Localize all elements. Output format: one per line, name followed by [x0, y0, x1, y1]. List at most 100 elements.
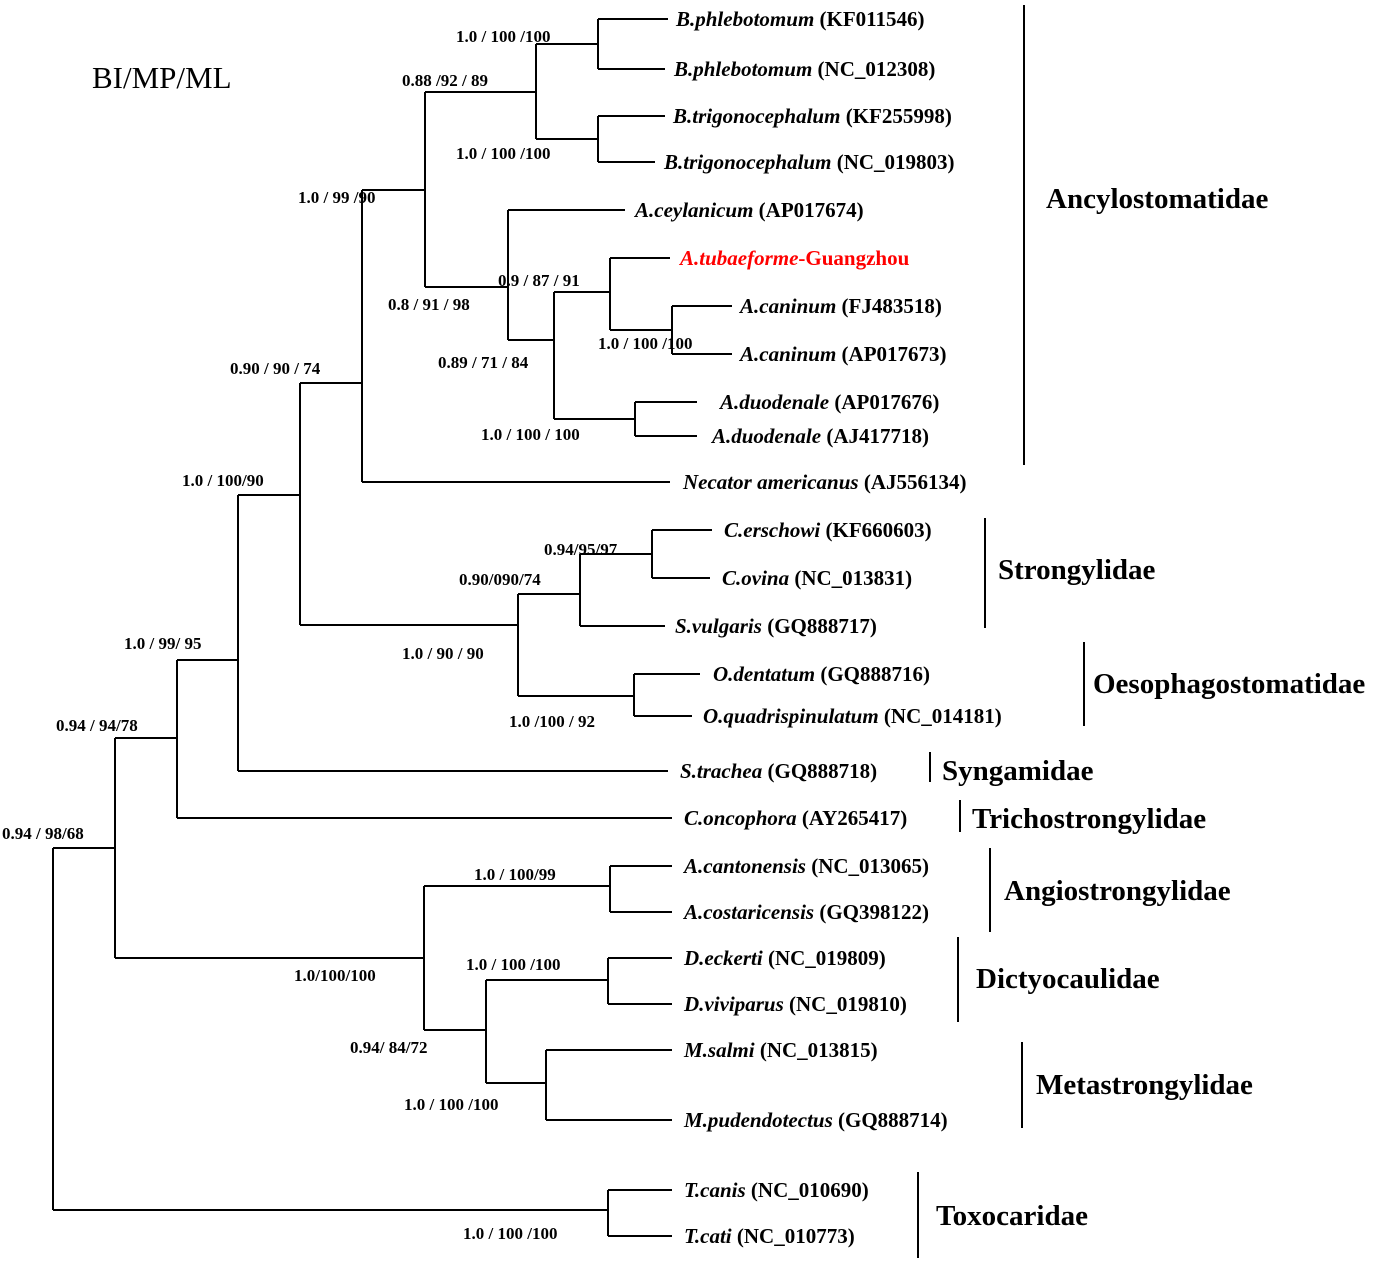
- taxon-label: Necator americanus (AJ556134): [682, 470, 966, 494]
- species-name: B.trigonocephalum: [663, 150, 831, 174]
- species-name: B.trigonocephalum: [672, 104, 840, 128]
- accession-number: (NC_013815): [755, 1038, 878, 1062]
- accession-number: (GQ888714): [833, 1108, 948, 1132]
- species-name: B.phlebotomum: [673, 57, 812, 81]
- family-label: Oesophagostomatidae: [1093, 668, 1365, 700]
- species-name: A.duodenale: [718, 390, 829, 414]
- support-value: 1.0 / 100/99: [474, 865, 556, 884]
- family-label: Strongylidae: [998, 554, 1156, 586]
- species-name: A.costaricensis: [682, 900, 814, 924]
- taxon-label: C.oncophora (AY265417): [684, 806, 907, 830]
- accession-number: (AP017676): [829, 390, 939, 414]
- taxon-label: A.cantonensis (NC_013065): [682, 854, 929, 878]
- taxon-label: A.caninum (FJ483518): [738, 294, 942, 318]
- family-label: Syngamidae: [942, 755, 1094, 787]
- accession-number: (AY265417): [797, 806, 908, 830]
- taxon-label: T.cati (NC_010773): [684, 1224, 855, 1248]
- taxon-label: A.duodenale (AJ417718): [710, 424, 929, 448]
- species-name: D.viviparus: [683, 992, 784, 1016]
- accession-number: (KF011546): [814, 7, 924, 31]
- family-label: Metastrongylidae: [1036, 1069, 1253, 1101]
- support-value: 0.89 / 71 / 84: [438, 353, 529, 372]
- species-name: A.cantonensis: [682, 854, 806, 878]
- species-name: A.duodenale: [710, 424, 821, 448]
- taxon-label: C.erschowi (KF660603): [724, 518, 932, 542]
- taxon-labels: B.phlebotomum (KF011546) B.phlebotomum (N…: [633, 7, 1002, 1248]
- support-value: 0.94 / 94/78: [56, 716, 138, 735]
- taxon-label: A.costaricensis (GQ398122): [682, 900, 929, 924]
- taxon-label: O.quadrispinulatum (NC_014181): [703, 704, 1002, 728]
- species-name: A.tubaeforme: [678, 246, 798, 270]
- taxon-label: A.tubaeforme-Guangzhou: [678, 246, 910, 270]
- accession-number: (NC_012308): [812, 57, 935, 81]
- accession-number: (GQ888716): [815, 662, 930, 686]
- species-name: T.canis: [684, 1178, 746, 1202]
- support-value: 0.94/95/97: [544, 540, 618, 559]
- taxon-label: A.ceylanicum (AP017674): [633, 198, 864, 222]
- accession-number: (GQ888717): [762, 614, 877, 638]
- species-name: A.caninum: [738, 342, 836, 366]
- family-labels: AncylostomatidaeStrongylidaeOesophagosto…: [917, 5, 1365, 1258]
- species-name: A.ceylanicum: [633, 198, 753, 222]
- accession-number: (AP017673): [836, 342, 946, 366]
- accession-number: (NC_013831): [789, 566, 912, 590]
- species-name: S.trachea: [680, 759, 762, 783]
- accession-number: (KF660603): [820, 518, 931, 542]
- family-label: Trichostrongylidae: [972, 803, 1206, 835]
- accession-number: -Guangzhou: [798, 246, 909, 270]
- support-value: 1.0/100/100: [294, 966, 376, 985]
- taxon-label: T.canis (NC_010690): [684, 1178, 869, 1202]
- accession-number: (NC_019809): [763, 946, 886, 970]
- support-value: 1.0 / 100 /100: [456, 27, 550, 46]
- family-label: Dictyocaulidae: [976, 963, 1160, 995]
- species-name: M.salmi: [683, 1038, 755, 1062]
- accession-number: (KF255998): [840, 104, 951, 128]
- taxon-label: S.vulgaris (GQ888717): [675, 614, 877, 638]
- accession-number: (NC_010690): [746, 1178, 869, 1202]
- support-value: 1.0 / 100 / 100: [481, 425, 580, 444]
- species-name: C.ovina: [722, 566, 789, 590]
- accession-number: (NC_019803): [831, 150, 954, 174]
- support-value: 0.90 / 90 / 74: [230, 359, 321, 378]
- taxon-label: S.trachea (GQ888718): [680, 759, 877, 783]
- taxon-label: B.phlebotomum (NC_012308): [673, 57, 935, 81]
- tree-branches: [52, 18, 732, 1237]
- legend-label: BI/MP/ML: [92, 60, 232, 95]
- family-label: Angiostrongylidae: [1004, 875, 1231, 907]
- accession-number: (AP017674): [753, 198, 863, 222]
- support-value: 0.88 /92 / 89: [402, 71, 488, 90]
- accession-number: (NC_014181): [879, 704, 1002, 728]
- taxon-label: B.trigonocephalum (KF255998): [672, 104, 952, 128]
- support-value: 1.0 / 100 /100: [404, 1095, 498, 1114]
- family-label: Toxocaridae: [936, 1200, 1088, 1232]
- support-value: 0.94 / 98/68: [2, 824, 84, 843]
- accession-number: (NC_013065): [806, 854, 929, 878]
- species-name: O.dentatum: [713, 662, 815, 686]
- accession-number: (NC_010773): [732, 1224, 855, 1248]
- family-label: Ancylostomatidae: [1046, 183, 1268, 215]
- species-name: T.cati: [684, 1224, 732, 1248]
- species-name: M.pudendotectus: [683, 1108, 833, 1132]
- species-name: C.oncophora: [684, 806, 797, 830]
- support-value: 1.0 / 100 /100: [598, 334, 692, 353]
- species-name: S.vulgaris: [675, 614, 762, 638]
- accession-number: (AJ556134): [859, 470, 967, 494]
- taxon-label: D.eckerti (NC_019809): [683, 946, 886, 970]
- support-value: 0.94/ 84/72: [350, 1038, 427, 1057]
- taxon-label: B.phlebotomum (KF011546): [675, 7, 925, 31]
- support-value: 1.0 / 100 /100: [456, 144, 550, 163]
- species-name: A.caninum: [738, 294, 836, 318]
- support-value: 1.0 / 100 /100: [463, 1224, 557, 1243]
- support-value: 1.0 / 100 /100: [466, 955, 560, 974]
- accession-number: (FJ483518): [836, 294, 942, 318]
- support-value: 1.0 / 90 / 90: [402, 644, 484, 663]
- taxon-label: M.salmi (NC_013815): [683, 1038, 878, 1062]
- accession-number: (GQ888718): [762, 759, 877, 783]
- species-name: O.quadrispinulatum: [703, 704, 879, 728]
- support-value: 1.0 / 100/90: [182, 471, 264, 490]
- support-value: 0.9 / 87 / 91: [498, 271, 580, 290]
- support-value: 0.90/090/74: [459, 570, 541, 589]
- taxon-label: O.dentatum (GQ888716): [713, 662, 930, 686]
- support-value: 1.0 / 99 /90: [298, 188, 375, 207]
